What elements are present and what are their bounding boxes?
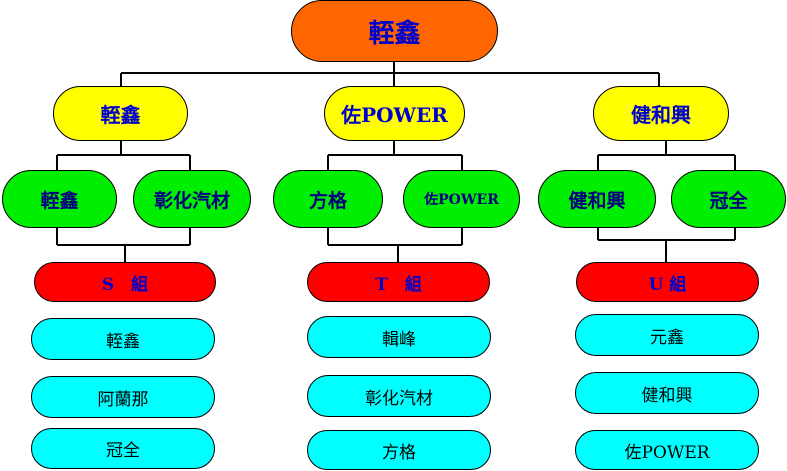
- sub-node-2-2: 佐POWER: [403, 170, 520, 228]
- sub-node-3-2: 冠全: [671, 170, 786, 228]
- sub-node-1-2: 彰化汽材: [133, 170, 251, 228]
- group-node-u: U 組: [576, 262, 759, 302]
- member-label: 佐POWER: [624, 442, 710, 463]
- member-label: 元鑫: [650, 327, 684, 348]
- group-label: T 組: [375, 274, 422, 295]
- group-label: S 組: [101, 274, 149, 295]
- member-label: 冠全: [106, 441, 140, 461]
- sub-label: 健和興: [568, 189, 626, 212]
- sub-label: 方格: [308, 189, 347, 212]
- member-node-s-1: 輊鑫: [31, 318, 215, 360]
- group-node-t: T 組: [307, 262, 490, 302]
- member-node-u-3: 佐POWER: [575, 430, 759, 470]
- root-label: 輊鑫: [368, 18, 421, 49]
- branch-node-1: 輊鑫: [53, 86, 188, 141]
- member-node-t-1: 輯峰: [307, 316, 491, 358]
- sub-node-1-1: 輊鑫: [2, 170, 117, 228]
- branch-label: 佐POWER: [341, 103, 448, 127]
- member-label: 彰化汽材: [365, 388, 433, 409]
- member-node-u-2: 健和興: [575, 372, 759, 414]
- sub-label: 輊鑫: [40, 189, 79, 212]
- member-node-s-2: 阿蘭那: [31, 376, 215, 418]
- group-node-s: S 組: [34, 262, 216, 302]
- branch-node-2: 佐POWER: [324, 86, 465, 141]
- sub-label: 佐POWER: [424, 192, 499, 208]
- group-label: U 組: [648, 274, 687, 295]
- member-node-t-3: 方格: [307, 430, 491, 470]
- member-node-s-3: 冠全: [31, 428, 215, 469]
- branch-node-3: 健和興: [593, 86, 729, 141]
- branch-label: 輊鑫: [100, 103, 141, 127]
- branch-label: 健和興: [631, 103, 691, 127]
- sub-node-2-1: 方格: [273, 170, 383, 228]
- member-label: 輯峰: [382, 329, 416, 350]
- sub-node-3-1: 健和興: [538, 170, 656, 228]
- sub-label: 彰化汽材: [153, 189, 230, 212]
- member-label: 輊鑫: [106, 331, 140, 352]
- root-node: 輊鑫: [291, 0, 498, 62]
- member-label: 阿蘭那: [97, 389, 149, 410]
- sub-label: 冠全: [709, 189, 748, 212]
- member-label: 方格: [382, 442, 416, 463]
- member-node-t-2: 彰化汽材: [307, 375, 491, 417]
- member-node-u-1: 元鑫: [575, 314, 759, 356]
- member-label: 健和興: [641, 385, 693, 406]
